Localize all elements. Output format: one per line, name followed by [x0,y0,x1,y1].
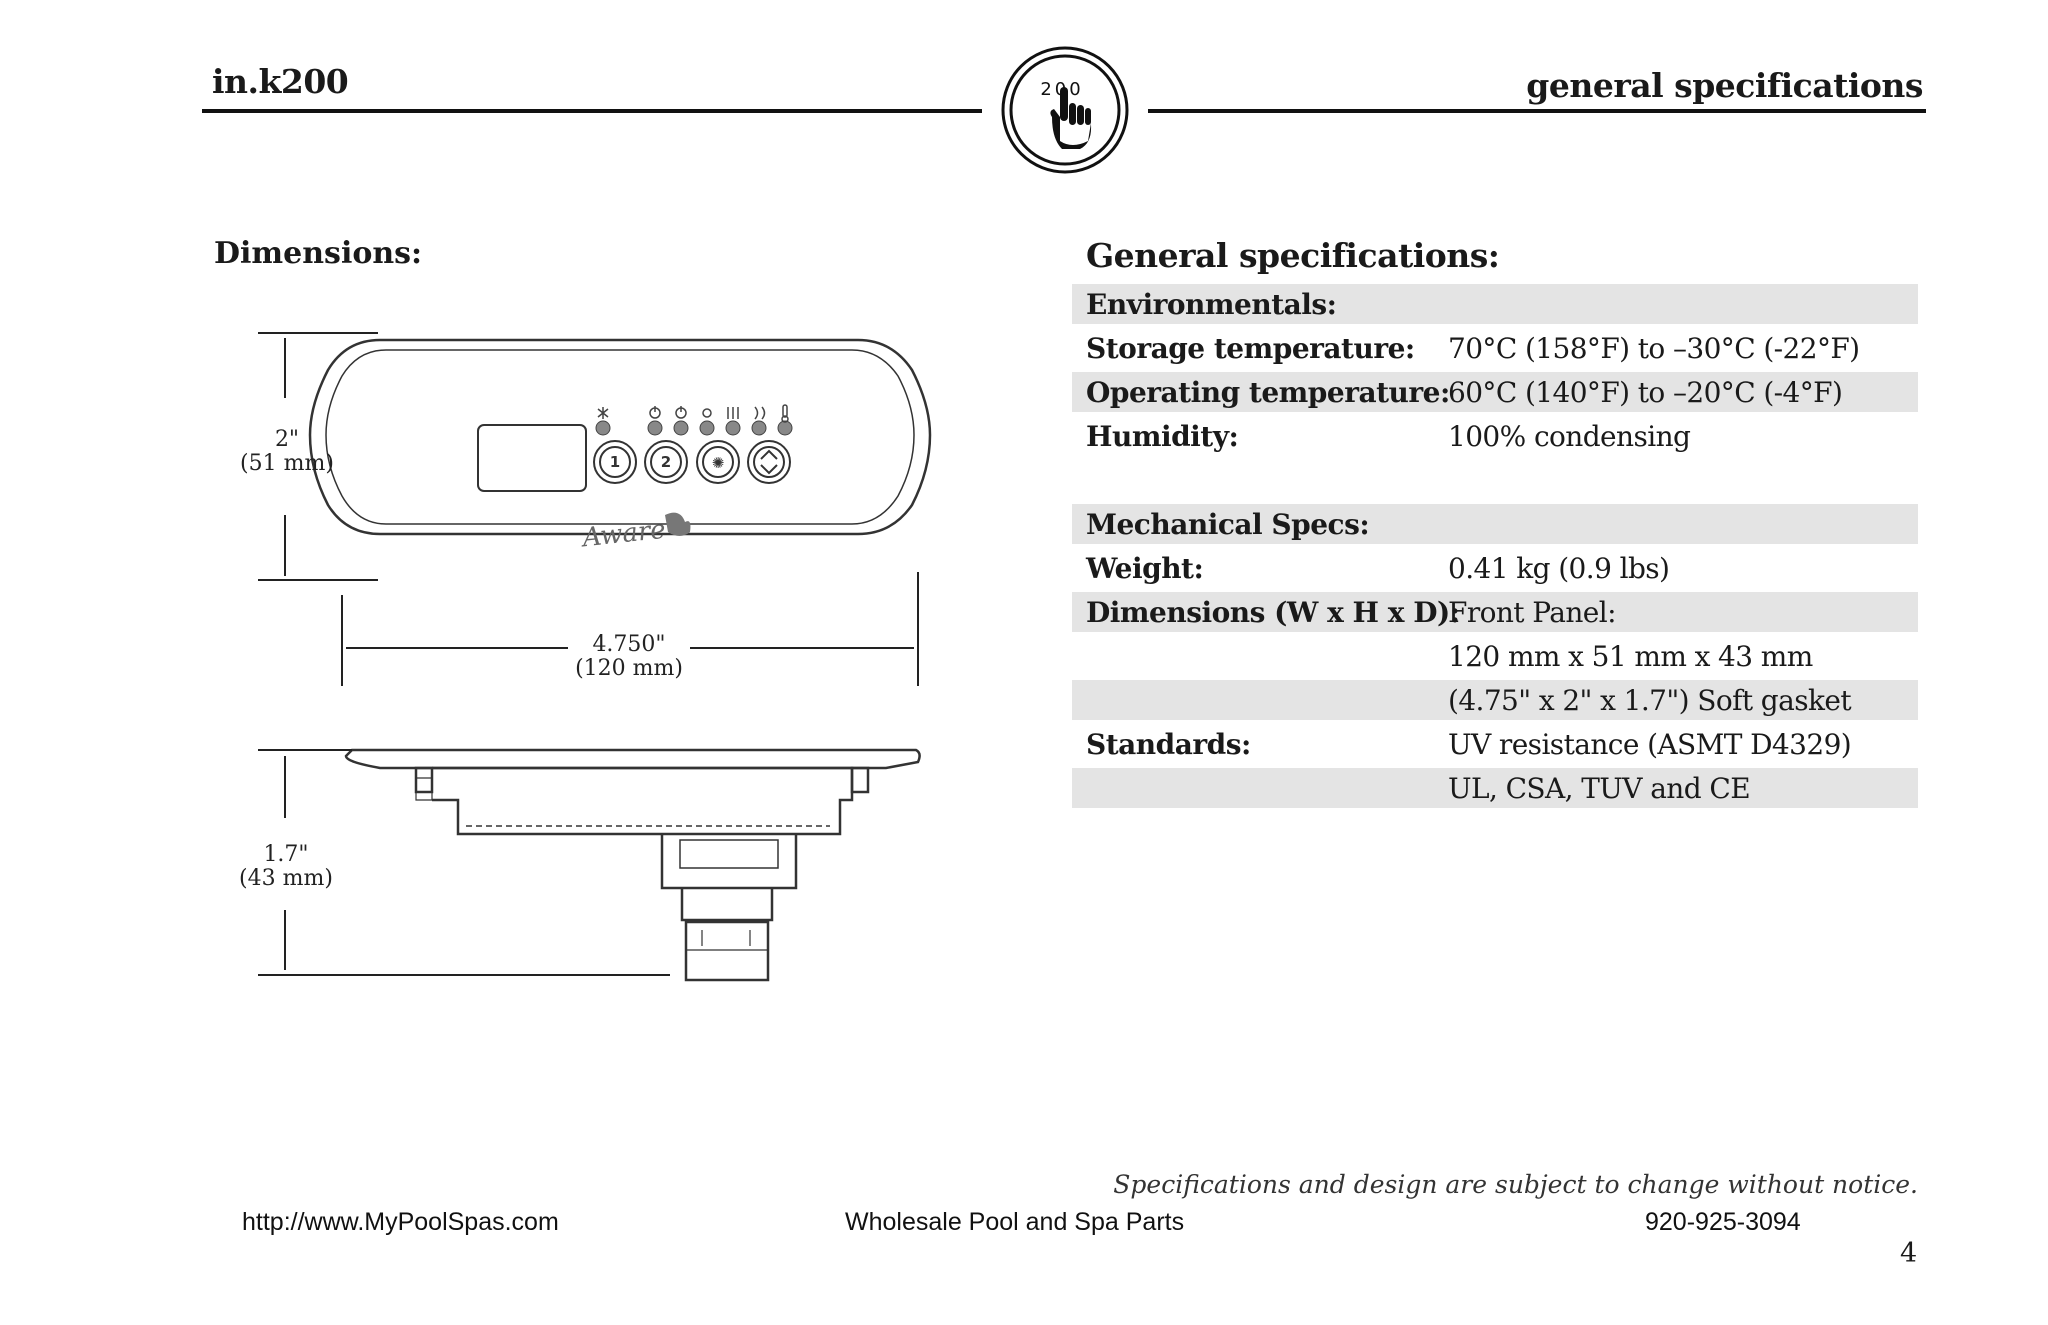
panel-icons [597,404,789,423]
spec-row-dimensions-in: (4.75" x 2" x 1.7") Soft gasket [1072,680,1918,720]
front-panel-view [308,338,932,536]
pointing-hand-icon [1050,87,1092,149]
panel-indicators [595,420,793,436]
spec-row-dimensions: Dimensions (W x H x D): Front Panel: [1072,592,1918,632]
height-dimension [258,332,378,581]
section-title: general specifications [1526,66,1923,105]
spec-key: Storage temperature: [1086,331,1415,365]
spec-key: Humidity: [1086,419,1239,453]
spec-row-mechanical: Mechanical Specs: [1072,504,1918,544]
up-down-glyph [760,449,778,475]
spec-row-humidity: Humidity: 100% condensing [1072,416,1918,456]
k200-logo: 200 [1001,46,1129,174]
spec-value: 0.41 kg (0.9 lbs) [1448,551,1670,585]
header-rule-right [1148,109,1926,113]
spec-key: Weight: [1086,551,1204,585]
spec-row-weight: Weight: 0.41 kg (0.9 lbs) [1072,548,1918,588]
spec-key: Operating temperature: [1086,375,1450,409]
dimension-drawing: 1 2 ✺ Aware 2" (51 mm) 4.750" (120 mm) [239,332,932,982]
spec-row-standards: Standards: UV resistance (ASMT D4329) [1072,724,1918,764]
product-name: in.k200 [212,62,349,101]
height-label-mm: (51 mm) [240,451,334,476]
spec-key: Mechanical Specs: [1086,507,1370,541]
brand-mark: Aware [579,515,667,554]
spec-value: UL, CSA, TUV and CE [1448,771,1751,805]
spec-row-environmentals: Environmentals: [1072,284,1918,324]
side-view [344,748,921,982]
specs-table: Environmentals: Storage temperature: 70°… [1072,284,1918,812]
depth-label-in: 1.7" [263,842,308,867]
height-label-in: 2" [275,427,299,452]
panel-buttons [593,440,791,484]
header-rule-left [202,109,982,113]
footer-url-link[interactable]: http://www.MyPoolSpas.com [242,1208,559,1236]
width-label-in: 4.750" [592,632,665,657]
spec-row-operating-temp: Operating temperature: 60°C (140°F) to –… [1072,372,1918,412]
svg-text:2: 2 [661,453,671,471]
brand-splash [665,512,691,536]
spec-row-storage-temp: Storage temperature: 70°C (158°F) to –30… [1072,328,1918,368]
footer-phone: 920-925-3094 [1645,1208,1801,1236]
spec-value: 100% condensing [1448,419,1691,453]
spec-value: 120 mm x 51 mm x 43 mm [1448,639,1813,673]
width-dimension [341,572,919,686]
depth-dimension [258,749,670,976]
page-number: 4 [1900,1238,1918,1269]
spec-key: Standards: [1086,727,1251,761]
spec-key: Environmentals: [1086,287,1337,321]
spec-value: (4.75" x 2" x 1.7") Soft gasket [1448,683,1852,717]
width-label-mm: (120 mm) [575,656,683,681]
spec-value: 70°C (158°F) to –30°C (-22°F) [1448,331,1860,365]
spec-key: Dimensions (W x H x D): [1086,595,1460,629]
svg-text:✺: ✺ [712,454,725,472]
spec-value: 60°C (140°F) to –20°C (-4°F) [1448,375,1843,409]
footer-company: Wholesale Pool and Spa Parts [845,1208,1185,1236]
spec-value: UV resistance (ASMT D4329) [1448,727,1852,761]
dimensions-title: Dimensions: [214,236,423,271]
button-glyphs: 1 2 ✺ [610,453,725,472]
depth-label-mm: (43 mm) [239,866,333,891]
spec-gap [1072,460,1918,504]
specs-title: General specifications: [1086,236,1500,275]
spec-value: Front Panel: [1448,595,1617,629]
svg-text:1: 1 [610,453,620,471]
spec-row-dimensions-mm: 120 mm x 51 mm x 43 mm [1072,636,1918,676]
change-notice: Specifications and design are subject to… [1113,1170,1918,1199]
spec-row-certifications: UL, CSA, TUV and CE [1072,768,1918,808]
